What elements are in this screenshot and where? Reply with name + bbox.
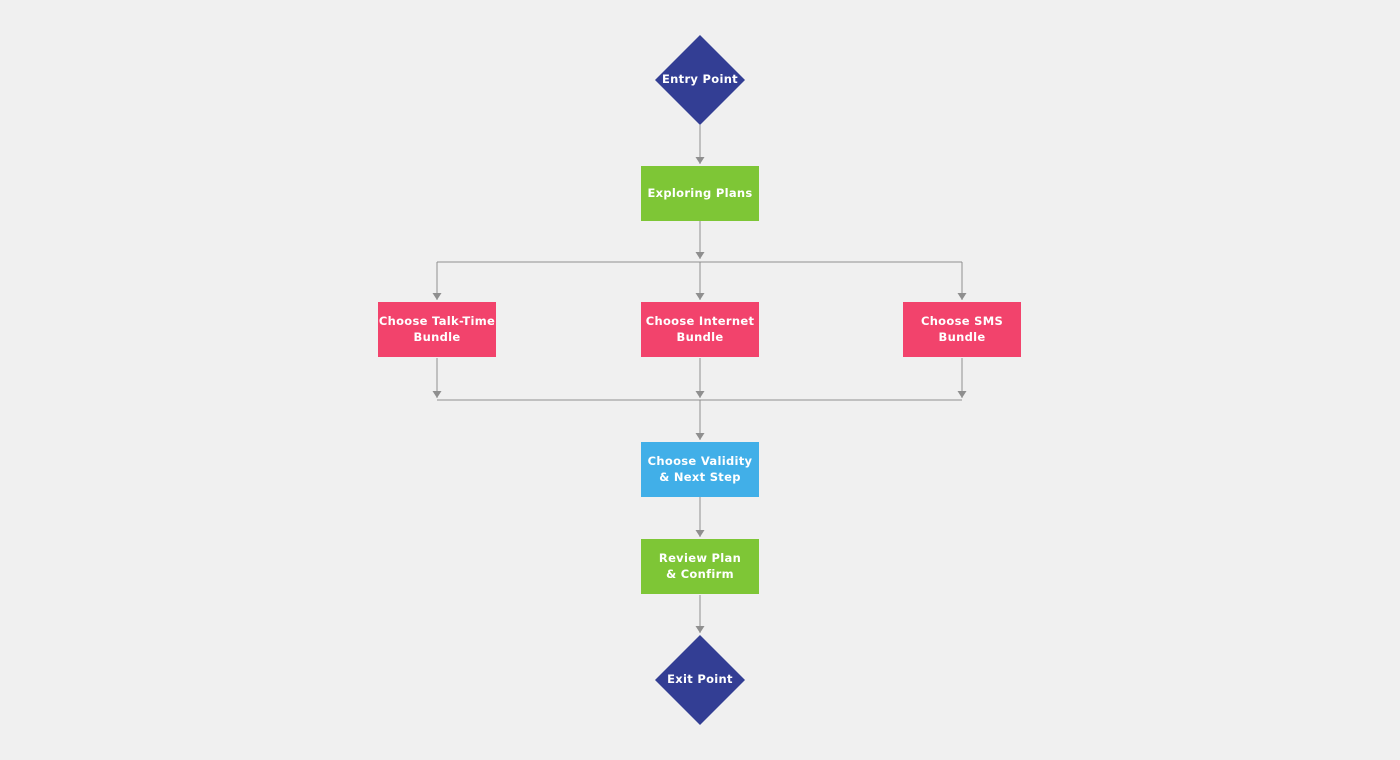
node-exploring-plans: Exploring Plans bbox=[641, 166, 759, 221]
node-choose-sms-bundle: Choose SMS Bundle bbox=[903, 302, 1021, 357]
node-choose-internet-bundle: Choose Internet Bundle bbox=[641, 302, 759, 357]
node-review-plan-confirm: Review Plan & Confirm bbox=[641, 539, 759, 594]
node-exit-point-label: Exit Point bbox=[667, 672, 733, 687]
node-choose-internet-bundle-label: Choose Internet Bundle bbox=[645, 314, 755, 344]
node-review-plan-confirm-label: Review Plan & Confirm bbox=[658, 551, 742, 581]
node-choose-talktime-bundle-label: Choose Talk-Time Bundle bbox=[378, 314, 496, 344]
node-entry-point-label: Entry Point bbox=[662, 72, 738, 87]
node-choose-validity-next-step: Choose Validity & Next Step bbox=[641, 442, 759, 497]
node-choose-validity-next-step-label: Choose Validity & Next Step bbox=[647, 454, 753, 484]
node-choose-sms-bundle-label: Choose SMS Bundle bbox=[920, 314, 1004, 344]
node-choose-talktime-bundle: Choose Talk-Time Bundle bbox=[378, 302, 496, 357]
node-exploring-plans-label: Exploring Plans bbox=[647, 185, 753, 200]
